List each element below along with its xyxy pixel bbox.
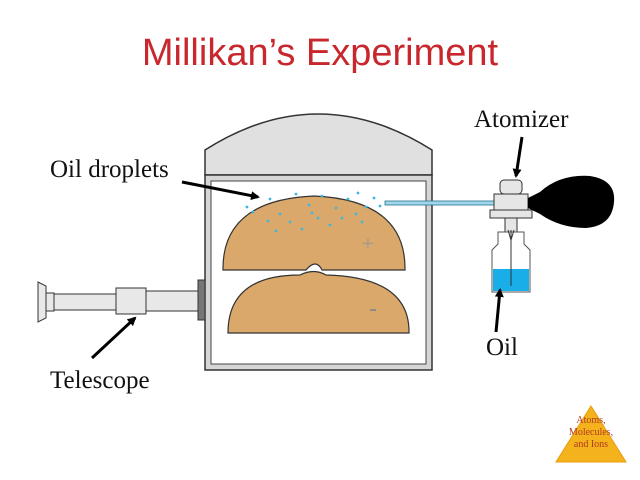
slide-title: Millikan’s Experiment xyxy=(141,32,499,74)
oil-droplets-arrow xyxy=(181,180,260,201)
oil-arrow xyxy=(494,288,504,333)
atomizer-label: Atomizer xyxy=(474,106,569,133)
badge-line-3: and Ions xyxy=(573,439,609,450)
oil-droplets xyxy=(245,191,382,233)
atomizer-tube xyxy=(384,200,498,206)
upper-plate xyxy=(222,195,406,271)
oil-label: Oil xyxy=(486,334,518,361)
atomizer-arrow xyxy=(512,136,524,178)
atomizer-icon xyxy=(489,175,615,293)
plus-sign: + xyxy=(362,231,374,256)
chamber-dome xyxy=(204,113,433,176)
badge-line-2: Molecules, xyxy=(568,427,614,438)
lower-plate xyxy=(227,270,410,334)
telescope-arrow xyxy=(90,316,137,360)
oil-droplets-label: Oil droplets xyxy=(50,156,169,183)
minus-sign: - xyxy=(369,296,377,322)
telescope-icon xyxy=(37,279,206,323)
telescope-label: Telescope xyxy=(50,367,150,394)
badge-triangle-icon xyxy=(555,405,627,463)
badge-caption: Atoms, Molecules, and Ions xyxy=(558,415,624,451)
badge-line-1: Atoms, xyxy=(576,415,606,426)
